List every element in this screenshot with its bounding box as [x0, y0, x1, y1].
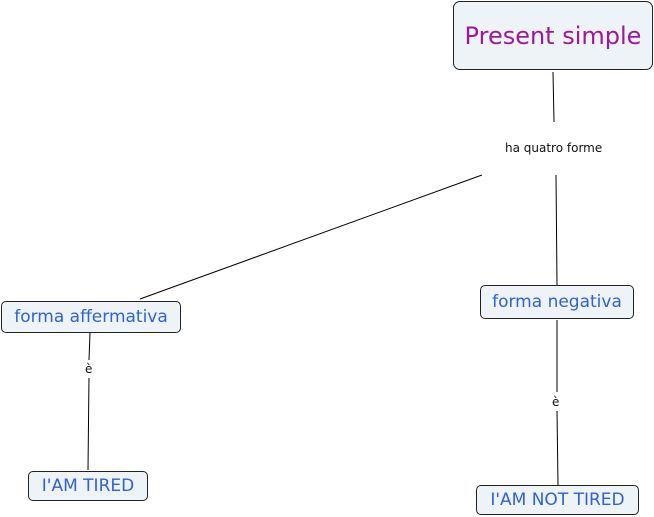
concept-present-simple[interactable]: Present simple — [453, 1, 653, 70]
concept-i-am-not-tired[interactable]: I'AM NOT TIRED — [476, 485, 639, 515]
connector-link-to-example-affermativa — [87, 375, 90, 471]
link-label-affermativa-e: è — [82, 360, 96, 378]
link-label-ha-quatro-forme: ha quatro forme — [502, 139, 606, 157]
concept-forma-negativa[interactable]: forma negativa — [480, 285, 634, 319]
connector-link-to-affermativa — [139, 174, 483, 300]
concept-i-am-tired[interactable]: I'AM TIRED — [28, 471, 148, 501]
link-label-negativa-e: è — [549, 393, 563, 411]
connector-link-to-negativa — [555, 174, 558, 286]
concept-forma-affermativa[interactable]: forma affermativa — [1, 301, 181, 333]
connector-link-to-example-negativa — [556, 409, 559, 486]
connector-root-to-link — [552, 71, 555, 123]
connector-affermativa-to-link — [88, 332, 91, 361]
